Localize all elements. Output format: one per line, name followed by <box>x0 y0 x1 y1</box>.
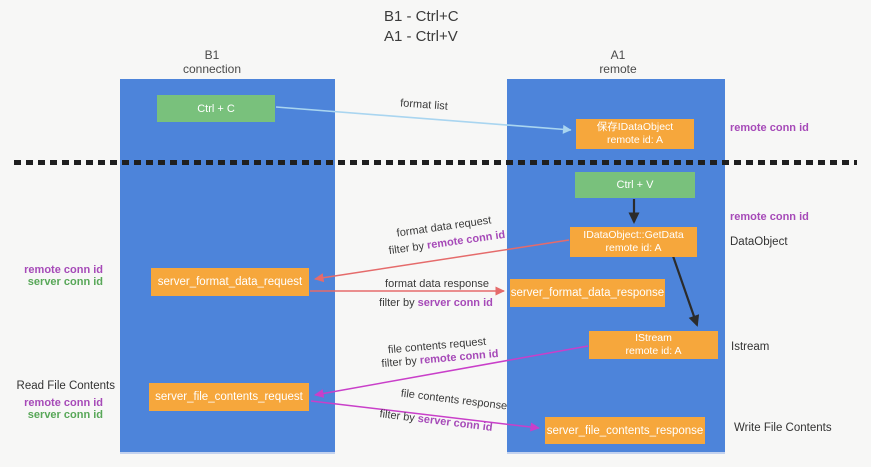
format-list-label: format list <box>399 97 449 113</box>
server-format-data-response-label: server_format_data_response <box>510 287 665 299</box>
server-format-data-response-node: server_format_data_response <box>510 279 665 307</box>
lane-left-role: connection <box>182 62 242 76</box>
lane-header-right: A1 remote <box>559 48 677 76</box>
istream-line1: IStream <box>635 331 672 344</box>
right-remote-conn-id-mid: remote conn id <box>730 211 809 223</box>
server-format-data-request-node: server_format_data_request <box>151 268 309 296</box>
ctrl-v-label: Ctrl + V <box>616 179 654 191</box>
file-contents-response-filter-label: filter by server conn id <box>379 408 493 434</box>
left-bottom-server-conn-id: server conn id <box>27 409 103 421</box>
left-mid-server-conn-id: server conn id <box>27 276 103 288</box>
title-line-2: A1 - Ctrl+V <box>384 27 458 45</box>
istream-line2: remote id: A <box>625 345 682 357</box>
server-file-contents-response-node: server_file_contents_response <box>545 417 705 444</box>
filter-by-text: filter by <box>381 355 418 371</box>
diagram-title: B1 - Ctrl+C A1 - Ctrl+V <box>384 7 459 46</box>
lane-right-name: A1 <box>610 48 626 62</box>
getdata-line1: IDataObject::GetData <box>583 228 684 241</box>
getdata-line2: remote id: A <box>605 242 662 254</box>
save-dataobject-line2: remote id: A <box>606 134 664 146</box>
server-file-contents-request-label: server_file_contents_request <box>155 391 303 403</box>
server-file-contents-response-label: server_file_contents_response <box>546 424 704 437</box>
format-data-response-filter-label: filter by server conn id <box>379 297 493 309</box>
filter-by-text: filter by <box>378 408 416 425</box>
file-contents-response-label: file contents response <box>400 387 508 413</box>
save-dataobject-node: 保存IDataObject remote id: A <box>576 119 694 149</box>
write-file-contents-annotation: Write File Contents <box>734 422 832 434</box>
lane-left-name: B1 <box>204 48 220 62</box>
read-file-contents-annotation: Read File Contents <box>16 380 115 392</box>
save-dataobject-line1: 保存IDataObject <box>596 120 674 133</box>
filter-by-text: filter by <box>388 240 425 258</box>
title-line-1: B1 - Ctrl+C <box>384 8 459 25</box>
ctrl-v-node: Ctrl + V <box>575 172 695 198</box>
server-conn-id-text: server conn id <box>417 412 494 434</box>
server-conn-id-text: server conn id <box>417 297 493 309</box>
server-file-contents-request-node: server_file_contents_request <box>149 383 309 411</box>
left-mid-conn-ids: remote conn id server conn id <box>24 264 103 288</box>
getdata-node: IDataObject::GetData remote id: A <box>570 227 697 257</box>
left-bottom-remote-conn-id: remote conn id <box>24 397 103 409</box>
right-remote-conn-id-top: remote conn id <box>730 122 809 134</box>
format-data-response-label: format data response <box>385 278 489 290</box>
dashed-separator <box>14 160 857 165</box>
filter-by-text: filter by <box>379 297 415 309</box>
ctrl-c-node: Ctrl + C <box>157 95 275 122</box>
lane-header-left: B1 connection <box>153 48 271 76</box>
istream-annotation: Istream <box>731 341 770 353</box>
server-format-data-request-label: server_format_data_request <box>157 276 303 288</box>
left-mid-remote-conn-id: remote conn id <box>24 264 103 276</box>
istream-node: IStream remote id: A <box>589 331 718 359</box>
lane-right-role: remote <box>599 62 637 76</box>
ctrl-c-label: Ctrl + C <box>197 102 235 115</box>
left-bottom-conn-ids: remote conn id server conn id <box>24 397 103 421</box>
dataobject-annotation: DataObject <box>730 236 788 248</box>
